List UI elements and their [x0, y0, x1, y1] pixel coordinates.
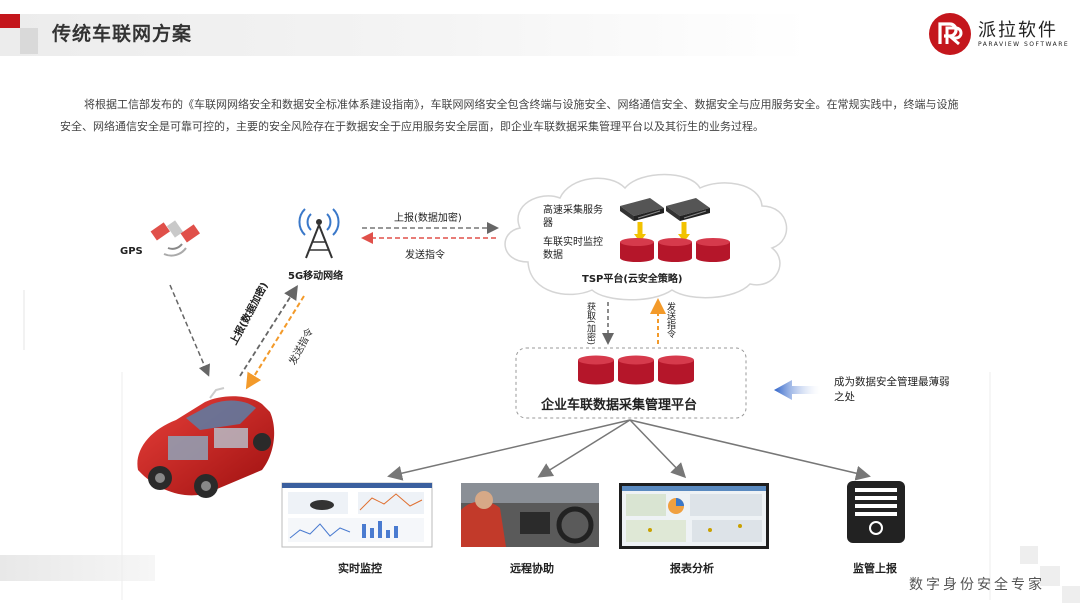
network-label: 5G移动网络 [288, 271, 344, 282]
database-icon [658, 355, 694, 385]
weak-point-label: 成为数据安全管理最薄弱之处 [834, 376, 950, 403]
arrow-yellow [678, 234, 690, 242]
app-label-assist: 远程协助 [510, 562, 554, 575]
server-icon [620, 198, 664, 221]
car-image [137, 387, 275, 498]
tower-icon [298, 208, 340, 259]
decor-left-shadow [0, 555, 155, 581]
logo-text-en: PARAVIEW SOFTWARE [978, 41, 1070, 48]
logo-icon [929, 13, 971, 55]
server-label: 高速采集服务器 [543, 205, 603, 229]
footer-slogan: 数字身份安全专家 [909, 577, 1045, 593]
decor-square [1062, 586, 1080, 603]
app-label-regulator: 监管上报 [853, 562, 897, 575]
arrow-gps-car [169, 284, 210, 377]
arrow-to-report [629, 419, 687, 479]
intro-paragraph: 将根据工信部发布的《车联网网络安全和数据安全标准体系建设指南》，车联网网络安全包… [60, 98, 959, 133]
remote-assist-photo [461, 483, 599, 547]
report-screenshot [619, 483, 769, 549]
server-tower-icon [847, 481, 905, 543]
database-icon [620, 238, 654, 262]
dashboard-screenshot [281, 482, 433, 548]
command-label: 发送指令 [405, 250, 445, 261]
decor-square [1040, 566, 1060, 586]
arrow-to-regulator [629, 419, 871, 481]
report-label: 上报(数据加密) [394, 213, 462, 224]
arrow-weak-point [774, 380, 820, 400]
database-icon [658, 238, 692, 262]
database-icon [696, 238, 730, 262]
arrow-tower-car [245, 295, 305, 390]
page-title: 传统车联网方案 [52, 23, 193, 45]
arrow-car-tower [239, 284, 298, 377]
database-icon [618, 355, 654, 385]
satellite-icon [150, 220, 200, 257]
server-icon [666, 198, 710, 221]
header-red-mark [0, 14, 20, 28]
platform-label: 企业车联数据采集管理平台 [541, 398, 698, 413]
fetch-label: 获取(加密) [585, 302, 595, 346]
tsp-label: TSP平台(云安全策略) [582, 274, 683, 285]
database-icon [578, 355, 614, 385]
command-up-label: 发送指令 [665, 302, 675, 338]
logo-text-cn: 派拉软件 [978, 20, 1058, 41]
realtime-data-label: 车联实时监控数据 [543, 237, 603, 261]
arrow-yellow [634, 234, 646, 242]
arrow-to-assist [537, 419, 631, 478]
header-gray-mark [20, 28, 38, 54]
app-label-report: 报表分析 [670, 562, 714, 575]
header-band [0, 14, 1080, 56]
cloud-shape [504, 173, 788, 301]
app-label-monitor: 实时监控 [338, 562, 382, 575]
decor-square [1020, 546, 1038, 564]
arrow-to-monitor [387, 419, 631, 481]
platform-box [515, 347, 747, 419]
gps-label: GPS [120, 246, 143, 257]
